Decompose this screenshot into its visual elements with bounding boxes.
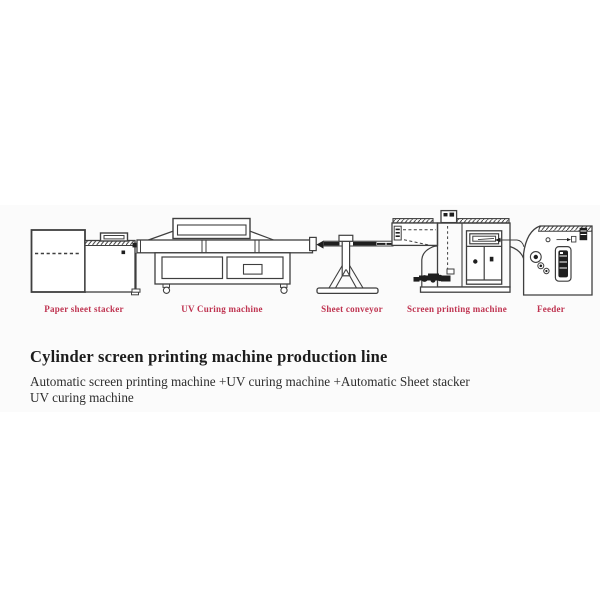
conveyor-column-cap — [338, 234, 354, 242]
conveyor-rod-dark-2 — [353, 241, 377, 246]
conveyor-legs — [328, 265, 364, 289]
conveyor-rod-dark-1 — [324, 241, 340, 246]
uv-exit-arrow — [316, 240, 324, 249]
uv-panel-display — [242, 263, 263, 275]
feeder-control-box — [579, 227, 588, 241]
spm-feed-line — [495, 239, 525, 247]
stacker-conveyor-unit — [84, 239, 136, 293]
spm-rail-left — [392, 218, 434, 224]
uv-entry-stand-foot — [131, 288, 141, 293]
uv-panel-right — [226, 256, 284, 280]
spm-feed-arrow — [495, 237, 501, 243]
feeder-arrow-head — [567, 238, 571, 242]
spm-lower-left-curve — [421, 244, 438, 287]
stacker-body — [30, 229, 86, 293]
conveyor-column — [341, 240, 351, 277]
stacker-switch — [121, 250, 126, 255]
label-sheet-conveyor: Sheet conveyor — [321, 304, 383, 314]
feeder-knob — [545, 237, 551, 243]
description-line-1: Automatic screen printing machine +UV cu… — [30, 374, 470, 389]
spm-drawer-pointer — [477, 237, 495, 241]
spm-roller-assembly — [413, 273, 451, 283]
uv-lamp-box-inner — [176, 224, 247, 236]
description: Automatic screen printing machine +UV cu… — [30, 374, 470, 406]
spm-rail-right — [456, 218, 510, 224]
spm-top-box-mark-2 — [449, 212, 455, 217]
feeder-arrow-target — [571, 235, 577, 243]
spm-doors — [466, 245, 502, 281]
spm-door-latch — [489, 256, 494, 262]
label-uv-curing-machine: UV Curing machine — [181, 304, 263, 314]
page-title: Cylinder screen printing machine product… — [30, 347, 388, 366]
paper-sheet-stacker-figure — [30, 229, 139, 296]
uv-exit-sensor — [309, 236, 317, 252]
uv-curing-machine-figure — [131, 217, 324, 294]
stacker-uv-connector — [132, 242, 138, 248]
feeder-gear-large — [529, 251, 542, 263]
uv-lamp-box — [172, 217, 251, 240]
uv-caster-left — [162, 286, 171, 294]
feeder-belt — [558, 250, 568, 278]
uv-conveyor-bar — [136, 239, 314, 254]
uv-caster-right — [280, 286, 288, 294]
spm-roller-guide — [446, 268, 455, 275]
conveyor-rod-dark-3 — [377, 242, 386, 245]
uv-panel-left — [161, 256, 224, 280]
feeder-figure — [522, 225, 593, 296]
conveyor-rod-dark-4 — [386, 242, 394, 245]
spm-base — [419, 286, 511, 293]
screen-printing-machine-figure — [391, 209, 525, 293]
stacker-top-box — [99, 232, 129, 242]
feeder-gear-medium — [537, 262, 545, 270]
spm-top-box — [440, 209, 458, 224]
spm-feeder-chute — [509, 245, 525, 259]
spm-dashed-diagonal — [403, 239, 437, 248]
label-feeder: Feeder — [537, 304, 565, 314]
sheet-conveyor-figure — [316, 234, 394, 295]
spm-door-knob — [473, 259, 478, 264]
spm-vent — [393, 225, 402, 241]
description-line-2: UV curing machine — [30, 389, 134, 405]
label-paper-sheet-stacker: Paper sheet stacker — [44, 304, 124, 314]
stacker-top-box-inner — [103, 235, 125, 240]
spm-drawer-inner — [472, 235, 497, 242]
uv-bar-posts — [201, 240, 260, 253]
feeder-gear-small — [543, 267, 550, 275]
label-screen-printing-machine: Screen printing machine — [406, 304, 508, 314]
spm-top-box-mark-1 — [443, 213, 448, 217]
conveyor-base — [316, 287, 379, 295]
